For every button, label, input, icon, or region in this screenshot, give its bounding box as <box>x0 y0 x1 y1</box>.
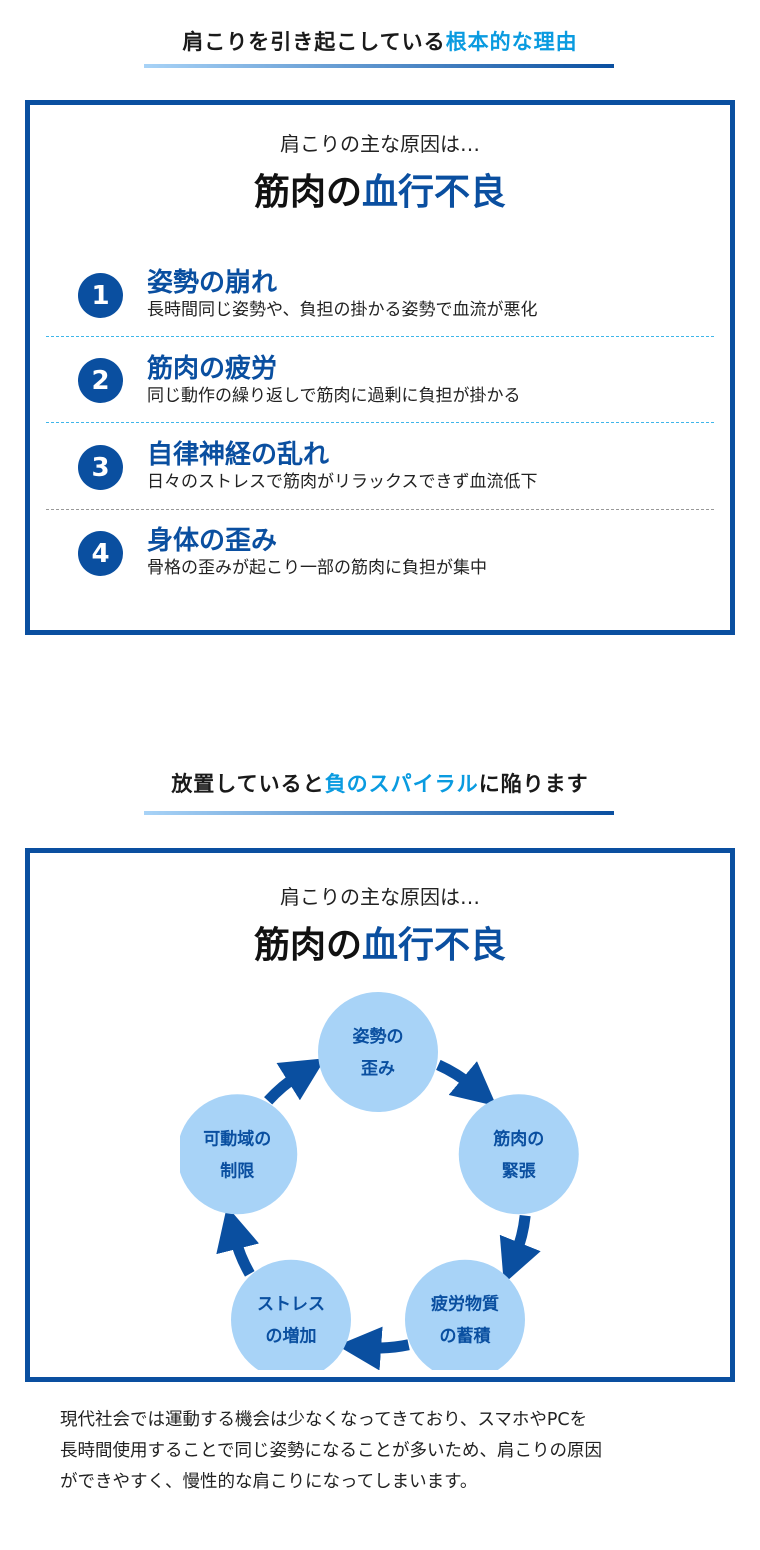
heading-highlight: 根本的な理由 <box>445 30 578 54</box>
cycle-node-label: 可動域の <box>203 1128 271 1149</box>
cycle-node-label: 緊張 <box>502 1161 537 1181</box>
paragraph-line: ができやすく、慢性的な肩こりになってしまいます。 <box>60 1472 478 1492</box>
box-title: 筋肉の血行不良 <box>0 163 760 215</box>
title-highlight: 血行不良 <box>362 925 507 966</box>
heading-text: 放置していると <box>171 772 325 796</box>
paragraph-line: 現代社会では運動する機会は少なくなってきており、スマホやPCを <box>60 1410 588 1430</box>
cycle-arrow <box>499 1214 541 1284</box>
number-badge: 1 <box>78 273 123 318</box>
heading-highlight: 負のスパイラル <box>324 772 479 796</box>
section2-heading: 放置していると負のスパイラルに陥ります <box>0 768 760 798</box>
cycle-circle <box>318 992 438 1112</box>
heading-underline <box>144 64 614 68</box>
title-text: 筋肉の <box>253 925 362 966</box>
box-title: 筋肉の血行不良 <box>0 916 760 968</box>
explanation-paragraph: 現代社会では運動する機会は少なくなってきており、スマホやPCを 長時間使用するこ… <box>60 1405 710 1498</box>
cycle-node-label: 姿勢の <box>353 1026 404 1047</box>
heading-underline <box>144 811 614 815</box>
cause-title: 姿勢の崩れ <box>147 268 278 298</box>
cycle-arrow <box>264 1058 326 1105</box>
cause-title: 自律神経の乱れ <box>147 440 330 470</box>
cycle-circle <box>231 1259 351 1370</box>
cycle-circle <box>458 1094 579 1215</box>
cause-desc: 日々のストレスで筋肉がリラックスできず血流低下 <box>147 472 538 492</box>
cycle-node-label: 歪み <box>361 1059 395 1079</box>
cause-desc: 同じ動作の繰り返しで筋肉に過剰に負担が掛かる <box>147 386 521 406</box>
number-badge: 2 <box>78 358 123 403</box>
cycle-circle <box>405 1259 525 1370</box>
causes-box <box>25 100 735 635</box>
heading-text: 肩こりを引き起こしている <box>182 30 446 54</box>
box-subtitle: 肩こりの主な原因は… <box>280 132 480 156</box>
cycle-node-label: の増加 <box>266 1326 317 1347</box>
cause-title: 身体の歪み <box>147 526 278 556</box>
cycle-node-label: ストレス <box>257 1295 325 1315</box>
number-badge: 3 <box>78 445 123 490</box>
cycle-circle <box>180 1094 298 1215</box>
title-highlight: 血行不良 <box>362 172 507 213</box>
divider <box>46 509 714 510</box>
cause-title: 筋肉の疲労 <box>147 354 278 384</box>
box-subtitle: 肩こりの主な原因は… <box>280 885 480 909</box>
section1-heading: 肩こりを引き起こしている根本的な理由 <box>0 26 760 56</box>
paragraph-line: 長時間使用することで同じ姿勢になることが多いため、肩こりの原因 <box>60 1441 602 1461</box>
cause-desc: 骨格の歪みが起こり一部の筋肉に負担が集中 <box>147 558 487 578</box>
cycle-arrow <box>337 1326 410 1370</box>
cycle-node-label: 疲労物質 <box>431 1294 499 1315</box>
divider <box>46 336 714 337</box>
cycle-node-label: 筋肉の <box>492 1128 544 1149</box>
cycle-node-label: 制限 <box>220 1160 254 1181</box>
divider <box>46 422 714 423</box>
cycle-arrow <box>216 1206 260 1277</box>
cause-desc: 長時間同じ姿勢や、負担の掛かる姿勢で血流が悪化 <box>147 300 538 320</box>
heading-text: に陥ります <box>478 772 589 796</box>
title-text: 筋肉の <box>253 172 362 213</box>
number-badge: 4 <box>78 531 123 576</box>
spiral-box <box>25 848 735 1382</box>
cycle-node-label: の蓄積 <box>439 1326 491 1347</box>
cycle-arrow <box>436 1059 497 1107</box>
